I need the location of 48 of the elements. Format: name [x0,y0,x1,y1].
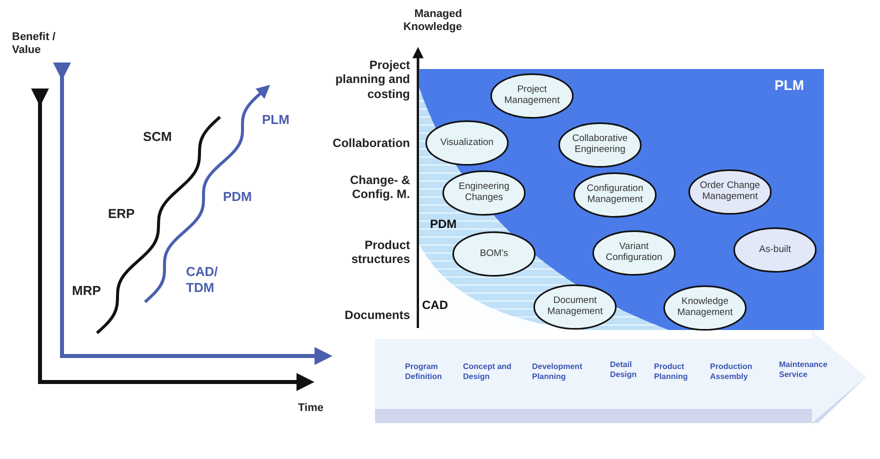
axis-title: Time [298,402,324,416]
phase-label: Maintenance Service [779,360,828,380]
topic-label: Collaborative Engineering [571,134,629,156]
topic-label: Document Management [546,296,604,318]
plm-panel [419,69,824,330]
tick-label: Project planning and costing [334,58,410,102]
series-label: Benefit / Value [12,31,56,58]
topic-ellipse [733,227,817,273]
topic-ellipse [452,231,536,277]
topic-label: Variant Configuration [604,242,664,264]
topic-ellipse [688,169,772,215]
region-label: PDM [430,217,458,232]
topic-label: Knowledge Management [676,297,734,319]
phase-arrow [372,331,868,427]
series-label: SCM [143,129,173,145]
topic-label: Order Change Management [698,181,762,203]
phase-label: Concept and Design [463,362,512,382]
tick-label: Product structures [350,238,410,267]
topic-label: Visualization [440,138,494,148]
axis-title: Managed Knowledge [402,8,462,34]
phase-label: Program Definition [405,362,443,382]
topic-ellipse [425,120,509,166]
series-label: ERP [108,206,136,222]
region-label: CAD [422,298,449,312]
series-label: PDM [223,189,253,205]
topic-ellipse [573,172,657,218]
topic-ellipse [490,73,574,119]
series-label: MRP [72,283,102,299]
topic-ellipse [558,122,642,168]
phase-label: Product Planning [654,362,689,382]
phase-label: Detail Design [610,360,638,380]
tick-label: Collaboration [332,136,410,150]
phase-label: Development Planning [532,362,584,382]
series-label: CAD/ TDM [186,264,219,296]
topic-label: BOM's [480,248,508,260]
series-label: PLM [262,112,290,128]
tick-label: Documents [344,308,410,322]
phase-label: Production Assembly [710,362,754,382]
topic-label: Project Management [503,85,561,107]
topic-ellipse [533,284,617,330]
tick-label: Change- & Config. M. [349,173,410,202]
topic-ellipse [663,285,747,331]
topic-label: Engineering Changes [458,182,510,204]
topic-label: As-built [759,244,791,256]
topic-ellipse [442,170,526,216]
topic-label: Configuration Management [586,184,644,206]
panel-title: PLM [774,77,804,93]
topic-ellipse [592,230,676,276]
